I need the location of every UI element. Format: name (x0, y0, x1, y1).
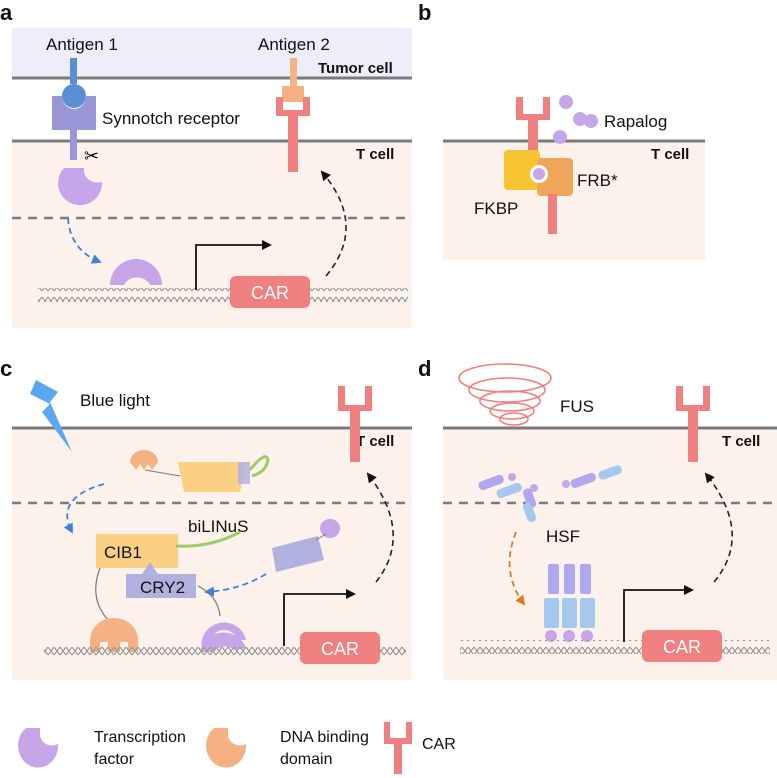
transcription-start-arrow-a (195, 240, 272, 290)
panel-b: b T cell Rapalog FRB* FKBP (418, 0, 705, 260)
cib1-tether-icon (95, 567, 111, 623)
car-gene-box-c (300, 632, 380, 664)
bilinus-label: biLINuS (188, 517, 248, 536)
panel-letter-a: a (0, 0, 13, 25)
t-cell-region-b (443, 142, 705, 260)
legend-tf-line1: Transcription (94, 729, 186, 746)
antigen2-label: Antigen 2 (258, 35, 330, 54)
legend-tf-line2: factor (94, 751, 135, 768)
cytoplasmic-complex-icon (130, 450, 270, 492)
car-gene-label-c: CAR (321, 639, 359, 659)
rapalog-molecule-icon-3 (553, 130, 567, 144)
blue-light-label: Blue light (80, 391, 150, 410)
panel-letter-d: d (418, 356, 431, 381)
dna-binding-domain-icon-c (90, 618, 138, 652)
dna-strand-d (460, 640, 770, 654)
t-cell-label-b: T cell (651, 146, 689, 163)
rapalog-molecule-icon-2 (573, 112, 587, 126)
t-cell-label-a: T cell (356, 146, 394, 163)
cib1-label: CIB1 (104, 543, 142, 562)
translocation-arrow-c2 (204, 573, 267, 597)
car-receptor-icon-d (676, 386, 710, 462)
transcription-start-arrow-c (283, 589, 356, 646)
ultrasound-icon (458, 363, 552, 426)
transcription-factor-body-icon-c (201, 622, 246, 652)
hsf-trimer-icon (544, 564, 595, 642)
car-gene-box-a (230, 276, 310, 308)
bound-rapalog-icon (533, 168, 545, 180)
t-cell-label-d: T cell (722, 433, 760, 450)
frb-label: FRB* (577, 171, 618, 190)
legend-car-label: CAR (422, 736, 456, 753)
synnotch-receptor-icon (52, 96, 96, 160)
panel-d: d FUS T cell HSF (418, 356, 777, 680)
legend-dbd-line2: domain (280, 751, 332, 768)
legend-dna-binding-domain-icon (206, 728, 247, 768)
tumor-cell-region (12, 28, 412, 78)
hsf-label: HSF (546, 527, 580, 546)
legend-transcription-factor-icon (18, 728, 59, 768)
car-gene-box-d (642, 630, 722, 662)
panel-letter-b: b (418, 0, 431, 25)
legend-car-icon (384, 722, 412, 774)
car-receptor-icon-a (276, 97, 310, 172)
translocation-arrow-a (67, 217, 102, 264)
panel-c: c Blue light T cell CIB1 biLINuS CRY2 (0, 356, 412, 680)
panel-letter-c: c (0, 356, 12, 381)
legend-dbd-line1: DNA binding (280, 729, 369, 746)
legend: Transcription factor DNA binding domain … (18, 722, 456, 774)
cry2-tf-complex-icon (272, 519, 340, 572)
tumor-cell-label: Tumor cell (318, 60, 393, 77)
expression-arrow-a (320, 170, 347, 277)
transcription-factor-nuclear-icon (110, 259, 162, 285)
fkbp-domain-icon (504, 150, 540, 190)
rapalog-label: Rapalog (604, 112, 667, 131)
rapalog-molecule-icon-1 (559, 95, 573, 109)
car-receptor-icon-b (516, 97, 550, 152)
bilinus-linker-icon (175, 530, 241, 548)
cry2-label: CRY2 (140, 578, 185, 597)
antigen2-icon (282, 58, 304, 102)
car-gene-label-d: CAR (663, 637, 701, 657)
fkbp-label: FKBP (474, 199, 518, 218)
transcription-factor-cleaved-icon (58, 168, 103, 206)
hsf-monomers-icon (478, 465, 622, 522)
car-lower-stalk-icon (548, 194, 557, 234)
frb-domain-icon (537, 158, 573, 196)
expression-arrow-d (704, 472, 733, 583)
blue-light-icon (30, 380, 72, 452)
synnotch-label: Synnotch receptor (102, 109, 240, 128)
cry2-tether-icon (197, 585, 221, 617)
antigen1-label: Antigen 1 (46, 35, 118, 54)
dna-strand-a (38, 288, 408, 302)
t-cell-label-c: T cell (356, 433, 394, 450)
panel-a: a Antigen 1 Antigen 2 Tumor cell T cell … (0, 0, 412, 328)
cib1-domain-icon (96, 534, 178, 568)
transcription-start-arrow-d (623, 585, 694, 642)
car-gene-label-a: CAR (251, 283, 289, 303)
rapalog-legend-dot-icon (584, 114, 598, 128)
scissors-icon: ✂ (84, 146, 99, 166)
antigen1-icon (62, 58, 86, 108)
car-receptor-icon-c (338, 386, 372, 462)
expression-arrow-c (366, 472, 394, 583)
fus-label: FUS (560, 397, 594, 416)
translocation-arrow-c1 (63, 483, 105, 534)
cry2-domain-icon (126, 562, 196, 598)
